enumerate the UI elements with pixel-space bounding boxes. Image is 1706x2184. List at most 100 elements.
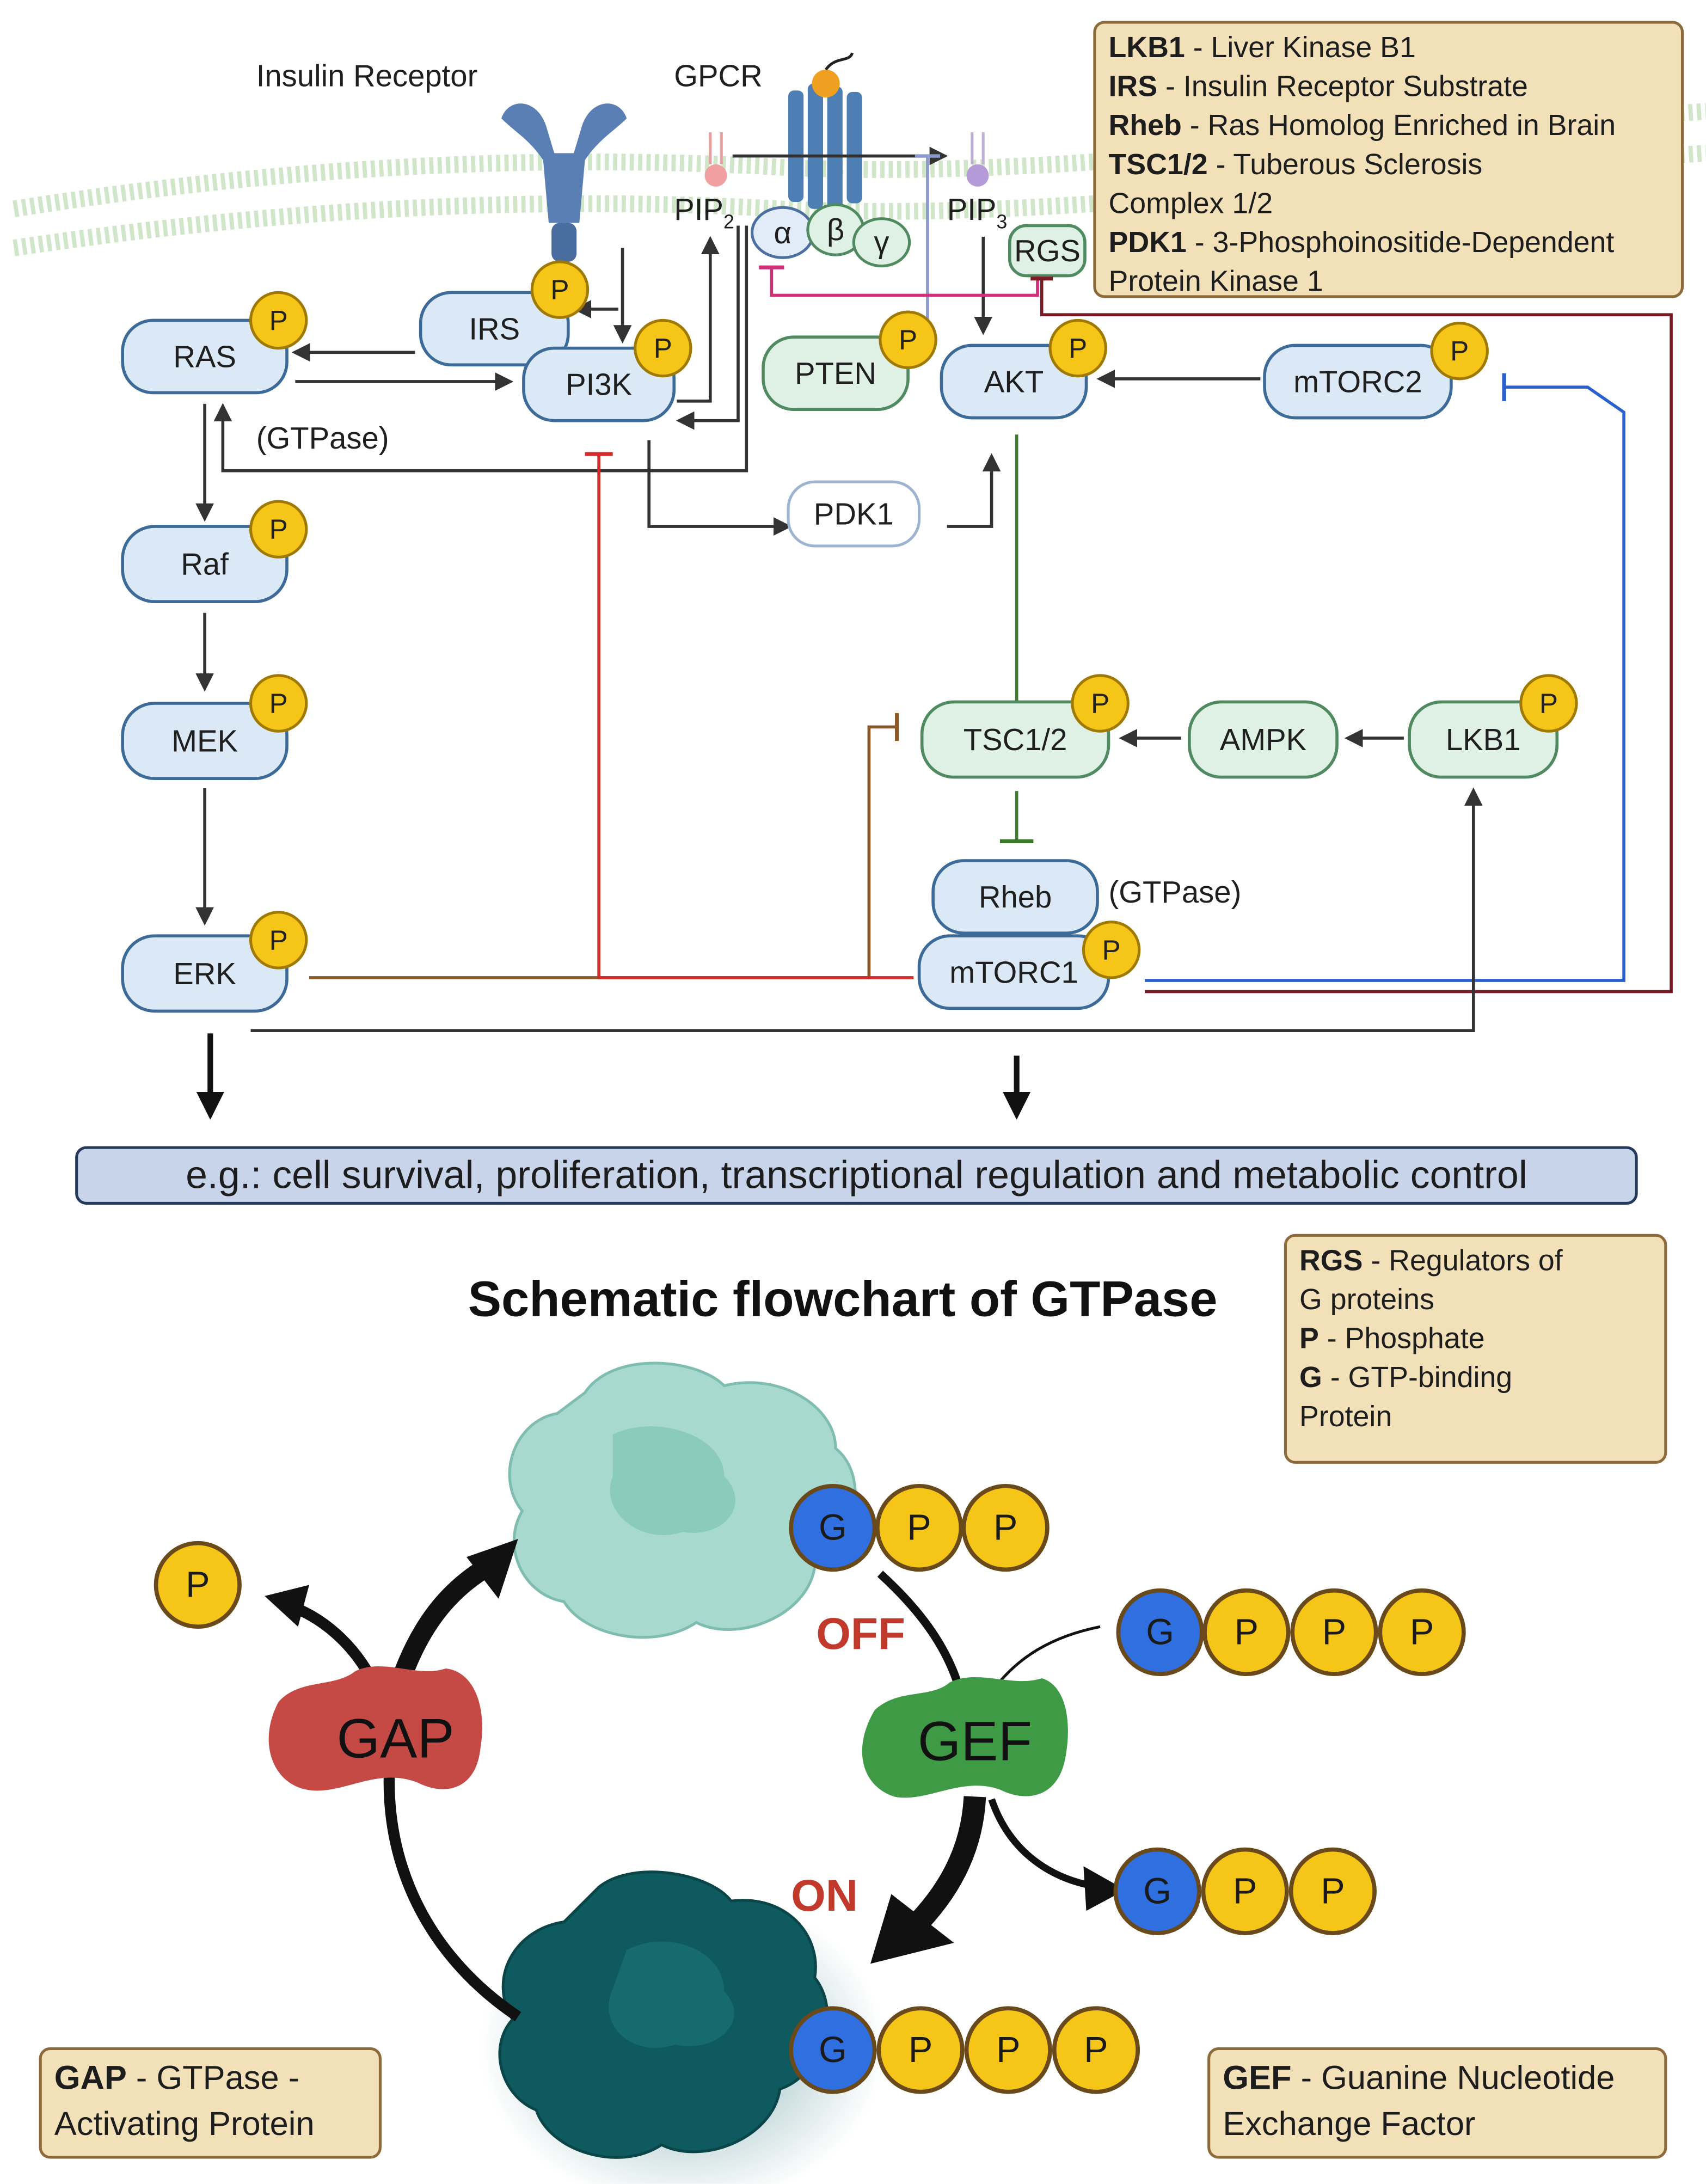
legend-top-description: Protein Kinase 1 bbox=[1108, 266, 1323, 298]
legend-top-term: Rheb bbox=[1108, 110, 1182, 142]
g-gamma-subunit: γ bbox=[852, 217, 911, 268]
legend-top-description: - Insulin Receptor Substrate bbox=[1157, 71, 1528, 103]
pip2-label: PIP2 bbox=[674, 192, 734, 232]
tsc-label: TSC1/2 bbox=[964, 722, 1067, 757]
ras-phosphate-badge: P bbox=[249, 291, 308, 350]
legend-top-term: IRS bbox=[1108, 71, 1158, 103]
insulin-receptor-label: Insulin Receptor bbox=[256, 59, 478, 93]
legend-top-entry: PDK1 - 3-Phosphoinositide-Dependent bbox=[1108, 224, 1668, 263]
off-label: OFF bbox=[816, 1609, 905, 1659]
legend-gap-term: GAP bbox=[54, 2059, 127, 2097]
lkb1-phosphate-badge: P bbox=[1519, 674, 1578, 733]
pten-label: PTEN bbox=[795, 356, 876, 390]
legend-flowchart-description: Protein bbox=[1299, 1401, 1392, 1433]
gamma-label: γ bbox=[874, 225, 889, 260]
svg-text:P: P bbox=[1091, 688, 1109, 719]
pathway-edges bbox=[195, 146, 1673, 1120]
phosphate-circle: P bbox=[964, 2006, 1052, 2094]
phosphate-circle: P bbox=[1290, 1588, 1378, 1677]
gtpase-cycle: GAP GEF OFF ON bbox=[265, 1361, 1126, 2184]
legend-flowchart-description: G proteins bbox=[1299, 1284, 1434, 1316]
gtpase-ras-label: (GTPase) bbox=[256, 421, 389, 455]
legend-top-entry: TSC1/2 - Tuberous Sclerosis bbox=[1108, 146, 1668, 186]
pip3-icon bbox=[966, 132, 989, 187]
legend-top-entry: Rheb - Ras Homolog Enriched in Brain bbox=[1108, 107, 1668, 146]
phosphate-circle: P bbox=[876, 2006, 965, 2094]
alpha-label: α bbox=[774, 216, 792, 250]
raf-label: Raf bbox=[181, 547, 229, 581]
svg-text:P: P bbox=[1321, 1871, 1345, 1911]
g-alpha-subunit: α bbox=[750, 206, 815, 259]
gpcr-label: GPCR bbox=[674, 59, 763, 93]
rgs-label: RGS bbox=[1014, 234, 1081, 268]
legend-gef-term: GEF bbox=[1223, 2059, 1292, 2097]
legend-top-term: LKB1 bbox=[1108, 32, 1185, 64]
phosphate-circle: P bbox=[875, 1483, 964, 1572]
outcome-banner: e.g.: cell survival, proliferation, tran… bbox=[75, 1146, 1638, 1205]
svg-text:G: G bbox=[1146, 1612, 1174, 1652]
mtorc2-label: mTORC2 bbox=[1293, 365, 1422, 399]
legend-gap-description: Activating Protein bbox=[54, 2106, 315, 2144]
svg-text:P: P bbox=[269, 305, 288, 336]
svg-text:G: G bbox=[819, 1508, 847, 1548]
phosphate-circle: P bbox=[1288, 1847, 1377, 1935]
mtorc1-label: mTORC1 bbox=[949, 955, 1078, 989]
gap-label: GAP bbox=[337, 1707, 455, 1769]
svg-text:P: P bbox=[269, 924, 288, 955]
svg-text:P: P bbox=[186, 1565, 210, 1605]
legend-top-entry: Protein Kinase 1 bbox=[1108, 263, 1668, 303]
legend-top-description: Complex 1/2 bbox=[1108, 188, 1273, 220]
phosphate-circle: P bbox=[1052, 2006, 1140, 2094]
legend-gef-description: Exchange Factor bbox=[1223, 2106, 1476, 2144]
pip3-label: PIP3 bbox=[947, 192, 1008, 232]
svg-text:P: P bbox=[1410, 1612, 1434, 1652]
rgs-node: RGS bbox=[1008, 224, 1087, 278]
on-label: ON bbox=[791, 1871, 858, 1921]
legend-flowchart-entry: P - Phosphate bbox=[1299, 1320, 1652, 1359]
phosphate-circle: P bbox=[1378, 1588, 1466, 1677]
erk-node: ERK P bbox=[121, 911, 308, 1013]
legend-flowchart-term: RGS bbox=[1299, 1245, 1363, 1278]
svg-text:P: P bbox=[907, 1508, 931, 1548]
legend-flowchart-entry: G proteins bbox=[1299, 1281, 1652, 1321]
legend-flowchart-description: - GTP-binding bbox=[1322, 1362, 1513, 1394]
gap-enzyme bbox=[268, 1666, 482, 1791]
legend-top-description: - Ras Homolog Enriched in Brain bbox=[1181, 110, 1616, 142]
erk-phosphate-badge: P bbox=[249, 911, 308, 970]
akt-phosphate-badge: P bbox=[1048, 318, 1107, 378]
pdk1-node: PDK1 bbox=[787, 480, 921, 548]
irs-label: IRS bbox=[469, 311, 520, 346]
ampk-label: AMPK bbox=[1220, 722, 1306, 757]
mek-phosphate-badge: P bbox=[249, 674, 308, 733]
svg-text:P: P bbox=[1069, 333, 1087, 364]
pip2-icon bbox=[704, 132, 727, 187]
svg-text:P: P bbox=[269, 514, 288, 545]
legend-top-term: PDK1 bbox=[1108, 227, 1187, 259]
phosphate-circle: P bbox=[1202, 1588, 1291, 1677]
ampk-node: AMPK bbox=[1188, 700, 1339, 779]
gef-enzyme bbox=[862, 1677, 1068, 1798]
svg-text:P: P bbox=[993, 1508, 1017, 1548]
legend-flowchart-entry: Protein bbox=[1299, 1398, 1652, 1438]
legend-gap-entry: Activating Protein bbox=[54, 2102, 366, 2148]
legend-gap-entry: GAP - GTPase - bbox=[54, 2056, 366, 2101]
flowchart-title: Schematic flowchart of GTPase bbox=[468, 1270, 1218, 1328]
erk-label: ERK bbox=[173, 956, 236, 991]
tsc-phosphate-badge: P bbox=[1071, 674, 1130, 733]
raf-node: Raf P bbox=[121, 500, 308, 604]
pten-phosphate-badge: P bbox=[879, 310, 937, 369]
legend-top-entry: IRS - Insulin Receptor Substrate bbox=[1108, 68, 1668, 107]
gtpase-rheb-label: (GTPase) bbox=[1108, 875, 1241, 909]
legend-top-entry: Complex 1/2 bbox=[1108, 185, 1668, 224]
